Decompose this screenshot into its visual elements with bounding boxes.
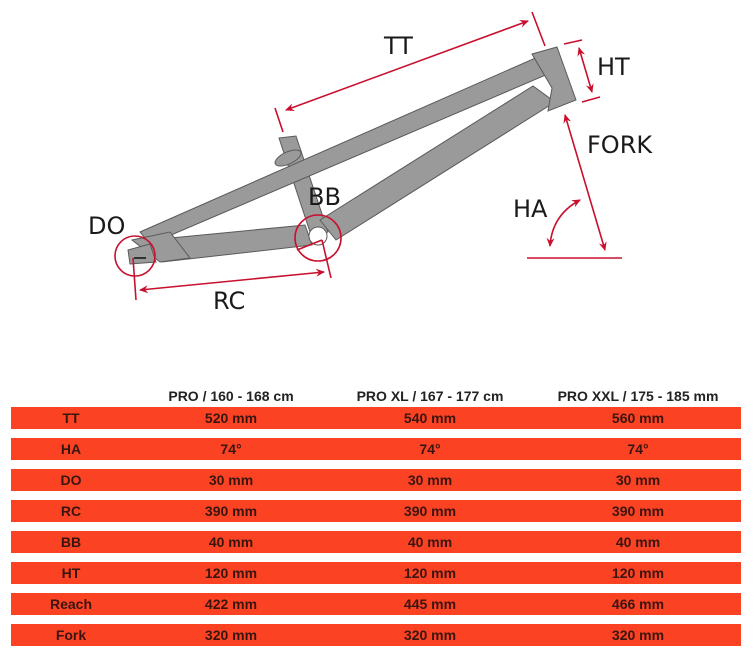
table-row-rc: RC 390 mm 390 mm 390 mm xyxy=(11,500,741,522)
row-label: BB xyxy=(60,534,82,550)
geometry-table: PRO / 160 - 168 cm PRO XL / 167 - 177 cm… xyxy=(11,388,741,655)
bb-circle xyxy=(294,214,342,262)
cell-value: 120 mm xyxy=(611,565,665,581)
table-row-reach: Reach 422 mm 445 mm 466 mm xyxy=(11,593,741,615)
cell-value: 320 mm xyxy=(611,627,665,643)
table-row-ht: HT 120 mm 120 mm 120 mm xyxy=(11,562,741,584)
table-row-bb: BB 40 mm 40 mm 40 mm xyxy=(11,531,741,553)
cell-value: 520 mm xyxy=(204,410,258,426)
cell-value: 422 mm xyxy=(204,596,258,612)
cell-value: 390 mm xyxy=(403,503,457,519)
row-label: TT xyxy=(62,410,80,426)
ht-dimension xyxy=(577,47,594,93)
table-row-do: DO 30 mm 30 mm 30 mm xyxy=(11,469,741,491)
cell-value: 320 mm xyxy=(204,627,258,643)
tt-dimension xyxy=(285,20,529,111)
table-header: PRO / 160 - 168 cm PRO XL / 167 - 177 cm… xyxy=(11,388,741,407)
row-label: RC xyxy=(60,503,82,519)
table-row-tt: TT 520 mm 540 mm 560 mm xyxy=(11,407,741,429)
label-tt: TT xyxy=(383,32,413,60)
row-label: Reach xyxy=(49,596,93,612)
row-label: Fork xyxy=(55,627,87,643)
row-label: HT xyxy=(61,565,81,581)
row-label: HA xyxy=(60,441,82,457)
cell-value: 120 mm xyxy=(204,565,258,581)
ha-angle-arc xyxy=(546,199,581,247)
label-bb: BB xyxy=(308,183,341,211)
column-header-pro: PRO / 160 - 168 cm xyxy=(168,388,294,404)
rc-dimension xyxy=(139,268,325,294)
cell-value: 390 mm xyxy=(611,503,665,519)
cell-value: 445 mm xyxy=(403,596,457,612)
label-rc: RC xyxy=(213,287,245,315)
table-row-fork: Fork 320 mm 320 mm 320 mm xyxy=(11,624,741,646)
bike-frame xyxy=(127,46,577,265)
column-header-pro-xl: PRO XL / 167 - 177 cm xyxy=(356,388,504,404)
label-ha: HA xyxy=(513,195,548,223)
cell-value: 320 mm xyxy=(403,627,457,643)
cell-value: 540 mm xyxy=(403,410,457,426)
table-row-ha: HA 74° 74° 74° xyxy=(11,438,741,460)
cell-value: 74° xyxy=(627,441,649,457)
column-header-pro-xxl: PRO XXL / 175 - 185 mm xyxy=(557,388,719,404)
cell-value: 120 mm xyxy=(403,565,457,581)
cell-value: 466 mm xyxy=(611,596,665,612)
cell-value: 560 mm xyxy=(611,410,665,426)
cell-value: 390 mm xyxy=(204,503,258,519)
cell-value: 74° xyxy=(220,441,242,457)
label-do: DO xyxy=(88,212,125,240)
cell-value: 40 mm xyxy=(407,534,453,550)
head-tube xyxy=(531,46,577,112)
dimension-lines xyxy=(114,11,622,301)
frame-geometry-diagram: TT HT FORK HA BB DO RC xyxy=(88,11,653,315)
row-label: DO xyxy=(60,472,82,488)
cell-value: 40 mm xyxy=(208,534,254,550)
cell-value: 30 mm xyxy=(615,472,661,488)
cell-value: 30 mm xyxy=(407,472,453,488)
label-fork: FORK xyxy=(587,131,653,159)
cell-value: 40 mm xyxy=(615,534,661,550)
label-ht: HT xyxy=(597,53,630,81)
cell-value: 74° xyxy=(419,441,441,457)
fork-dimension xyxy=(563,114,607,251)
cell-value: 30 mm xyxy=(208,472,254,488)
